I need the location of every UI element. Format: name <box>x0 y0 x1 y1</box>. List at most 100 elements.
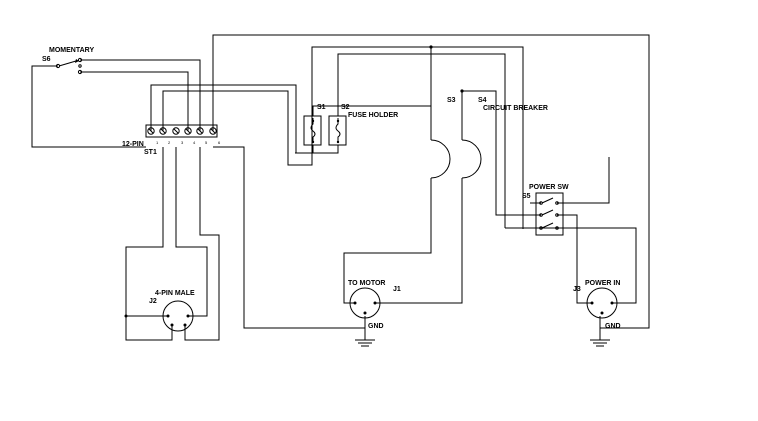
label-12-pin: 12-PIN <box>122 141 144 148</box>
s6-lever <box>58 60 77 67</box>
label-to-motor: TO MOTOR <box>348 280 385 287</box>
j3-pin-right <box>610 301 614 305</box>
j3-pin-left <box>590 301 594 305</box>
label-st1: ST1 <box>144 149 157 156</box>
wire-strip-j2-a <box>175 147 208 317</box>
wire-s2-top <box>337 53 506 228</box>
wire-breaker-s3-low <box>343 178 432 304</box>
terminal-number: 1 <box>156 140 159 145</box>
wire-strip-j1 <box>213 146 366 329</box>
terminal-screw <box>172 127 180 135</box>
terminal-screw-slot <box>148 128 154 134</box>
terminal-screw <box>147 127 155 135</box>
s6-contact-mid <box>78 64 82 68</box>
j3-pin-gnd <box>600 311 604 315</box>
wire-s6-upper <box>80 59 201 131</box>
label-circuit-breaker: CIRCUIT BREAKER <box>483 105 548 112</box>
j2-junction <box>124 314 128 318</box>
power-switch-body <box>535 192 564 236</box>
fuse-s2-element <box>335 118 341 143</box>
psw-blade-2 <box>541 209 554 216</box>
terminal-screw <box>159 127 167 135</box>
breaker-s3-arc <box>430 139 451 179</box>
psw-c1b <box>555 201 559 205</box>
terminal-strip-body <box>145 124 218 138</box>
label-momentary: MOMENTARY <box>49 47 94 54</box>
terminal-number: 3 <box>181 140 184 145</box>
wire-strip-j2-c <box>184 147 220 341</box>
terminal-screw-slot <box>160 128 166 134</box>
fuse-holder <box>303 115 347 146</box>
s6-arrow <box>75 59 79 63</box>
label-s1: S1 <box>317 104 326 111</box>
momentary-switch-s6 <box>55 57 83 75</box>
label-power-sw: POWER SW <box>529 184 569 191</box>
label-fuse-holder: FUSE HOLDER <box>348 112 398 119</box>
wire-s6-lower <box>80 71 189 131</box>
wire-strip-j2-b <box>125 147 173 341</box>
wire-strip-s1 <box>150 84 314 154</box>
s6-contact-upper <box>77 57 83 63</box>
j2-body <box>162 300 194 332</box>
label-j3: J3 <box>573 286 581 293</box>
wire-s2-bottom <box>295 145 339 154</box>
fuse-s2-bottom-dot <box>336 140 340 144</box>
junction-s3-top <box>429 45 433 49</box>
wire-psw-right <box>557 157 610 204</box>
j2-pin-left <box>166 314 170 318</box>
label-j1: J1 <box>393 286 401 293</box>
terminal-screw-slot <box>210 128 216 134</box>
psw-blade-3 <box>541 222 554 229</box>
terminal-number: 4 <box>193 140 196 145</box>
psw-blade-1 <box>541 197 554 204</box>
label-s5: S5 <box>522 193 531 200</box>
junction-s4-top <box>460 89 464 93</box>
terminal-screw <box>196 127 204 135</box>
fuse-s1-bottom-dot <box>311 140 315 144</box>
labels: MOMENTARY S6 S1 S2 FUSE HOLDER S3 S4 CIR… <box>42 47 621 330</box>
terminal-screw-slot <box>173 128 179 134</box>
fuse-s2-body <box>328 115 347 146</box>
wires <box>31 34 650 341</box>
label-4-pin-male: 4-PIN MALE <box>155 290 195 297</box>
label-gnd-motor: GND <box>368 323 384 330</box>
psw-c2b <box>555 213 559 217</box>
terminal-screw <box>209 127 217 135</box>
j1-body <box>349 287 381 319</box>
j1-pin-right <box>373 301 377 305</box>
fuse-s1-top-dot <box>311 119 315 123</box>
ground-symbol-motor <box>355 339 375 347</box>
terminal-screw-slot <box>185 128 191 134</box>
s6-contact-lower <box>77 69 83 75</box>
j2-pin-right <box>186 314 190 318</box>
terminal-number: 5 <box>205 140 208 145</box>
wire-psw-power-in <box>505 227 637 304</box>
label-s4: S4 <box>478 97 487 104</box>
label-power-in: POWER IN <box>585 280 620 287</box>
fuse-s2-top-dot <box>336 119 340 123</box>
psw-c3b <box>555 226 559 230</box>
label-s3: S3 <box>447 97 456 104</box>
j2-pin-br <box>183 323 187 327</box>
j3-body <box>586 287 618 319</box>
fuse-s1-body <box>303 115 322 146</box>
wire-s4-psw <box>462 90 541 216</box>
j1-pin-gnd <box>363 311 367 315</box>
terminal-screw-slot <box>197 128 203 134</box>
wire-s6-loop <box>31 65 146 148</box>
wire-psw-mid <box>557 214 592 304</box>
label-s2: S2 <box>341 104 350 111</box>
label-s6: S6 <box>42 56 51 63</box>
j1-pin-left <box>353 301 357 305</box>
terminal-number: 6 <box>218 140 221 145</box>
wire-breaker-s4-low <box>375 178 463 304</box>
ground-symbol-power <box>590 339 610 347</box>
connector-j2-4pin <box>124 300 194 332</box>
wire-strip-s2 <box>162 46 524 229</box>
fuse-s1-element <box>310 118 316 143</box>
connector-j1-motor <box>349 287 381 319</box>
circuit-breaker <box>429 45 482 179</box>
